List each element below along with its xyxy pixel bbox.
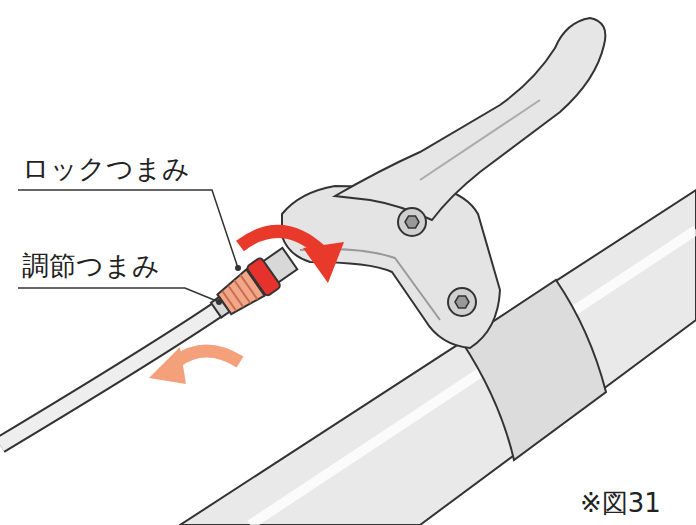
bolt-socket bbox=[455, 296, 469, 308]
brake-cable-fill bbox=[0, 310, 217, 445]
lever-body bbox=[282, 186, 500, 348]
adjuster-assembly bbox=[206, 244, 300, 325]
leader-dot bbox=[216, 299, 222, 305]
bolt-socket bbox=[405, 216, 419, 228]
part-label: ロックつまみ bbox=[22, 154, 190, 184]
adjust-rotation-arrow bbox=[176, 351, 240, 362]
leader-line bbox=[18, 288, 219, 302]
figure-number: ※図31 bbox=[580, 489, 661, 518]
pivot-bolt bbox=[398, 208, 426, 236]
brake-cable bbox=[0, 310, 217, 445]
clamp-bolt bbox=[448, 288, 476, 316]
lever-blade-edge bbox=[420, 100, 540, 180]
leader-dot bbox=[235, 265, 241, 271]
arrow-head bbox=[149, 347, 186, 384]
lever-blade bbox=[335, 18, 605, 220]
arrow-head bbox=[303, 242, 344, 283]
part-label: 調節つまみ bbox=[22, 251, 160, 281]
